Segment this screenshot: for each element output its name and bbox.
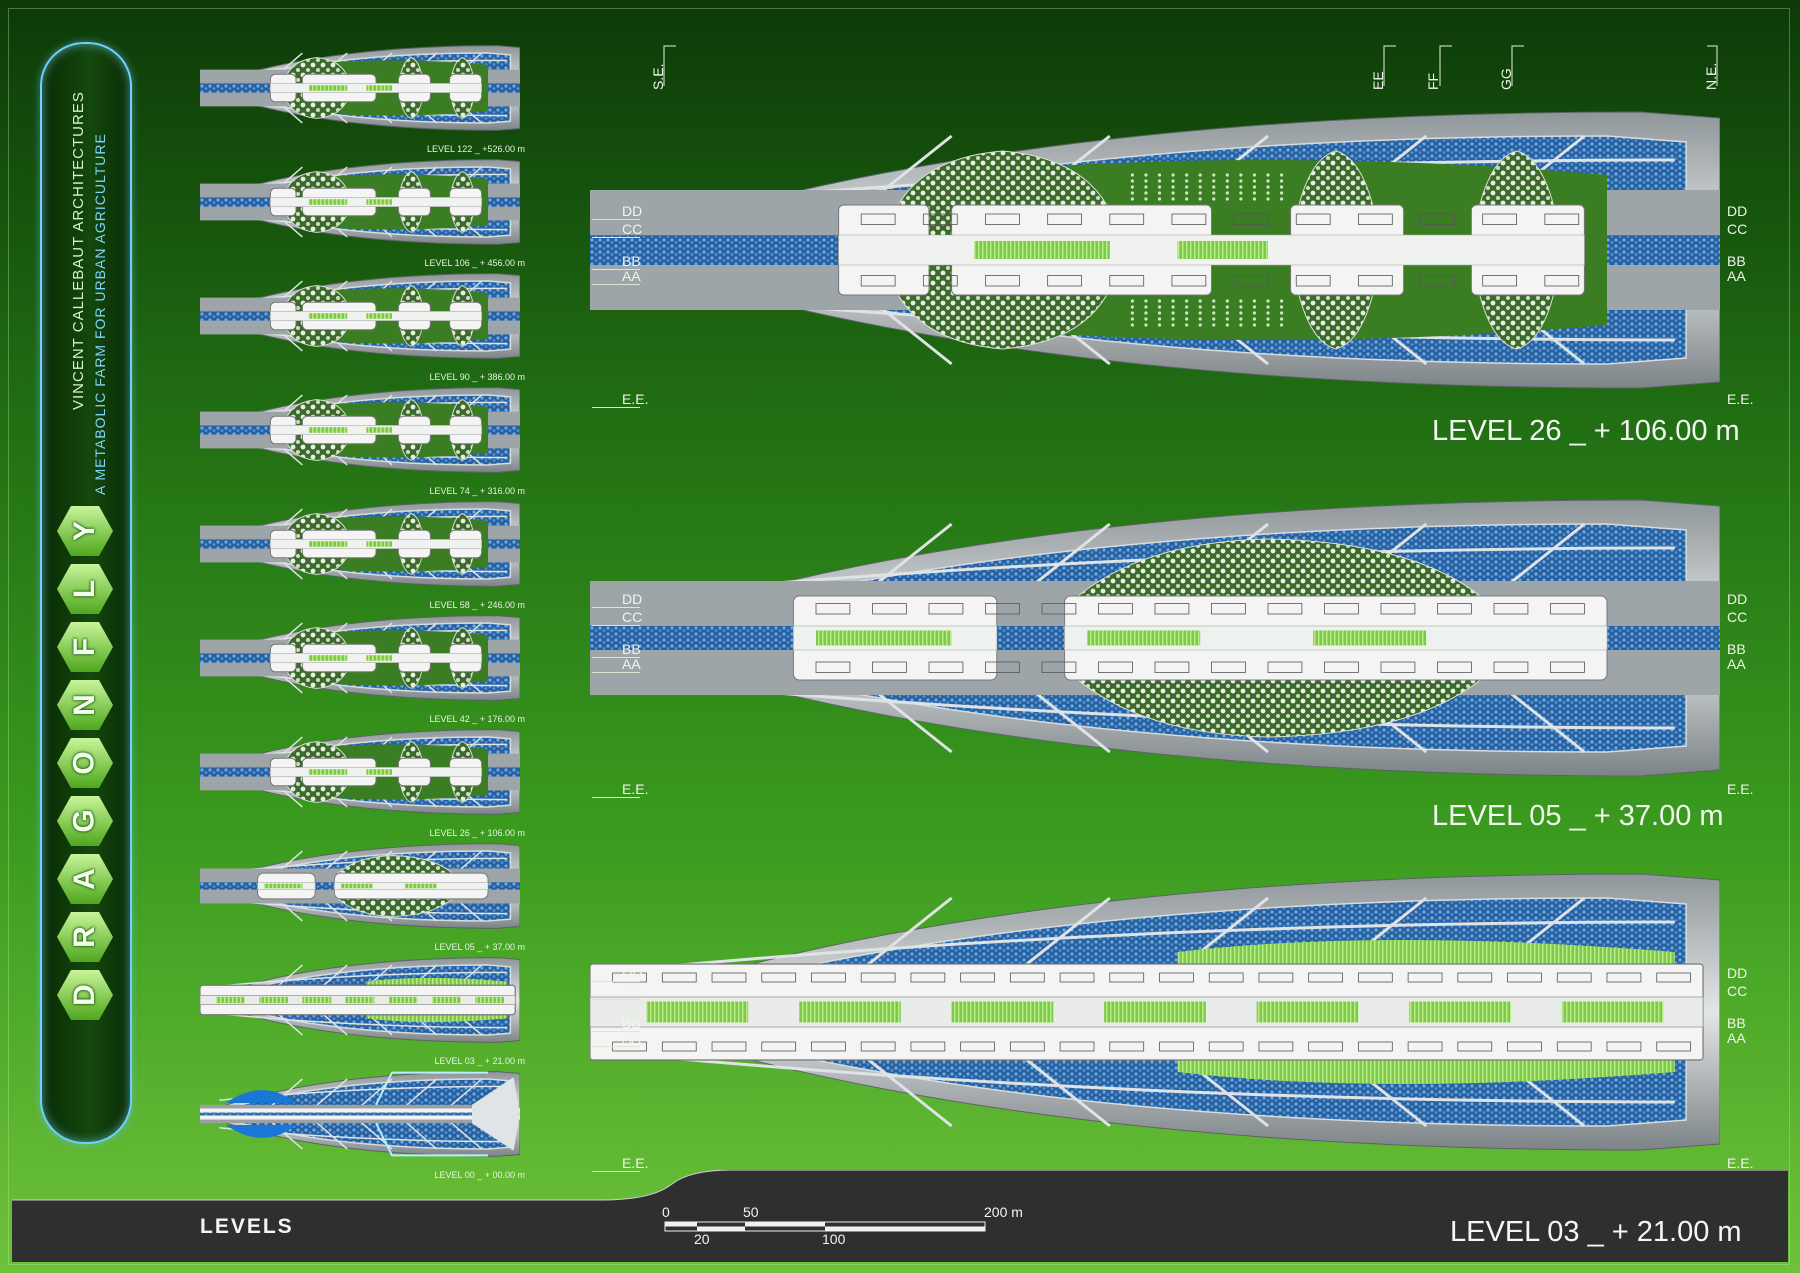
level-thumbnail: LEVEL 74 _ + 316.00 m <box>200 384 525 496</box>
level-thumbnail-label: LEVEL 03 _ + 21.00 m <box>434 1056 525 1066</box>
level-plan <box>590 862 1720 1162</box>
level-plan-title: LEVEL 26 _ + 106.00 m <box>1432 415 1740 447</box>
level-thumbnail: LEVEL 26 _ + 106.00 m <box>200 726 525 838</box>
section-axis-cc-label: CC <box>622 983 643 999</box>
section-axis-line <box>592 1046 640 1047</box>
scale-200: 200 m <box>984 1204 1023 1220</box>
level-thumbnail-label: LEVEL 74 _ + 316.00 m <box>429 486 525 496</box>
scale-20: 20 <box>694 1231 710 1247</box>
section-axis-line <box>592 219 640 220</box>
section-axis-cc-label: CC <box>622 609 643 625</box>
section-axis-ee-label: E.E. <box>1727 391 1754 407</box>
level-thumbnail: LEVEL 106 _ + 456.00 m <box>200 156 525 268</box>
section-axis-dd-label: DD <box>1727 203 1748 219</box>
level-thumbnail: LEVEL 122 _ +526.00 m <box>200 42 525 154</box>
levels-label: LEVELS <box>200 1215 294 1238</box>
level-thumbnail-plan <box>200 843 520 929</box>
section-axis-line <box>592 237 640 238</box>
bottom-level-title: LEVEL 03 _ + 21.00 m <box>1450 1216 1742 1248</box>
scale-50: 50 <box>743 1204 759 1220</box>
section-axis-bb-label: BB <box>622 1015 641 1031</box>
level-thumbnail-label: LEVEL 58 _ + 246.00 m <box>429 600 525 610</box>
bottom-bar <box>12 1170 1788 1262</box>
section-axis-line <box>592 797 640 798</box>
section-axis-line <box>592 981 640 982</box>
level-plan <box>590 100 1720 400</box>
section-axis-ee-label: E.E. <box>1727 781 1754 797</box>
section-axis-line <box>592 999 640 1000</box>
level-thumbnail-label: LEVEL 26 _ + 106.00 m <box>429 828 525 838</box>
section-axis-aa-label: AA <box>622 656 641 672</box>
section-axis-dd-label: DD <box>1727 591 1748 607</box>
section-axis-dd-label: DD <box>622 203 643 219</box>
section-axis-bb-label: BB <box>1727 1015 1746 1031</box>
section-axis-bb-label: BB <box>622 253 641 269</box>
section-axis-bb-label: BB <box>1727 253 1746 269</box>
level-thumbnail-plan <box>200 501 520 587</box>
section-axis-line <box>592 269 640 270</box>
level-thumbnail: LEVEL 58 _ + 246.00 m <box>200 498 525 610</box>
level-thumbnail-plan <box>200 45 520 131</box>
scale-100: 100 <box>822 1231 846 1247</box>
level-thumbnail-plan <box>200 159 520 245</box>
level-plan-drawing <box>590 873 1720 1151</box>
section-axis-bb-label: BB <box>1727 641 1746 657</box>
section-axis-line <box>592 284 640 285</box>
section-axis-ee-label: E.E. <box>1727 1155 1754 1171</box>
level-thumbnail: LEVEL 42 _ + 176.00 m <box>200 612 525 724</box>
level-thumbnail-plan <box>200 273 520 359</box>
level-thumbnail: LEVEL 03 _ + 21.00 m <box>200 954 525 1066</box>
section-axis-dd-label: DD <box>622 965 643 981</box>
level-thumbnail-plan <box>200 615 520 701</box>
level-thumbnail-label: LEVEL 122 _ +526.00 m <box>427 144 525 154</box>
section-axis-ee-label: E.E. <box>622 1155 649 1171</box>
section-axis-aa-label: AA <box>1727 268 1746 284</box>
level-thumbnail-label: LEVEL 00 _ + 00.00 m <box>434 1170 525 1180</box>
section-axis-ee-label: E.E. <box>622 781 649 797</box>
level-thumbnail: LEVEL 90 _ + 386.00 m <box>200 270 525 382</box>
level-thumbnail: LEVEL 00 _ + 00.00 m <box>200 1068 525 1180</box>
scale-bar <box>664 1221 986 1232</box>
scale-0: 0 <box>662 1204 670 1220</box>
section-axis-cc-label: CC <box>1727 609 1748 625</box>
level-thumbnail-label: LEVEL 42 _ + 176.00 m <box>429 714 525 724</box>
section-axis-line <box>592 625 640 626</box>
section-axis-aa-label: AA <box>1727 656 1746 672</box>
level-thumbnail-plan <box>200 387 520 473</box>
level-thumbnail-label: LEVEL 90 _ + 386.00 m <box>429 372 525 382</box>
section-axis-aa-label: AA <box>622 1030 641 1046</box>
level-thumbnail: LEVEL 05 _ + 37.00 m <box>200 840 525 952</box>
section-axis-cc-label: CC <box>1727 983 1748 999</box>
level-plan <box>590 488 1720 788</box>
section-axis-aa-label: AA <box>1727 1030 1746 1046</box>
section-axis-line <box>592 407 640 408</box>
section-axis-aa-label: AA <box>622 268 641 284</box>
section-axis-ee-label: E.E. <box>622 391 649 407</box>
section-axis-bb-label: BB <box>622 641 641 657</box>
level-thumbnail-label: LEVEL 106 _ + 456.00 m <box>424 258 526 268</box>
level-thumbnail-plan <box>200 1071 520 1157</box>
section-axis-line <box>592 1031 640 1032</box>
section-axis-cc-label: CC <box>622 221 643 237</box>
section-axis-line <box>592 1171 640 1172</box>
level-thumbnail-label: LEVEL 05 _ + 37.00 m <box>434 942 525 952</box>
section-axis-line <box>592 607 640 608</box>
section-axis-line <box>592 657 640 658</box>
section-axis-cc-label: CC <box>1727 221 1748 237</box>
level-plan-drawing <box>590 499 1720 777</box>
level-plan-title: LEVEL 05 _ + 37.00 m <box>1432 800 1724 832</box>
section-axis-dd-label: DD <box>622 591 643 607</box>
level-plan-drawing <box>590 111 1720 389</box>
level-thumbnail-plan <box>200 957 520 1043</box>
level-thumbnail-plan <box>200 729 520 815</box>
section-axis-line <box>592 672 640 673</box>
section-axis-dd-label: DD <box>1727 965 1748 981</box>
